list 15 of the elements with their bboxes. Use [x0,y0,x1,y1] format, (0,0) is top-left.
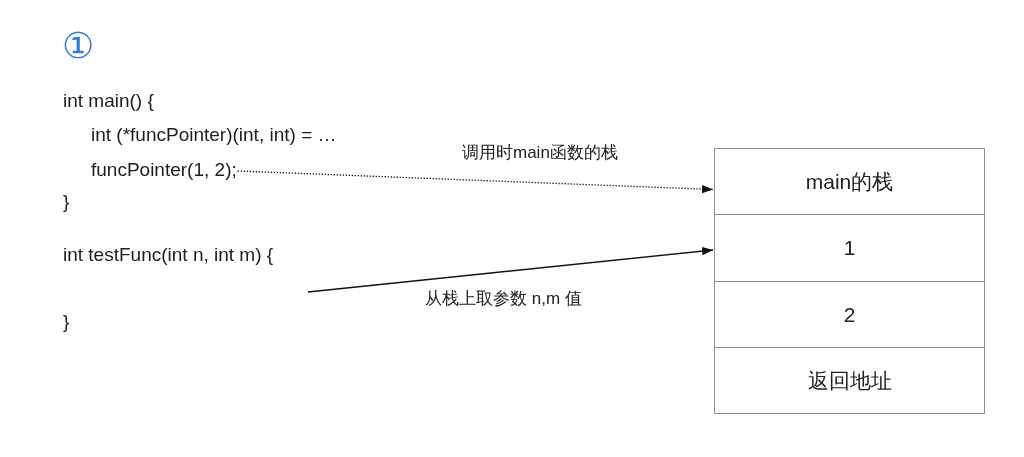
code-line: funcPointer(1, 2); [91,159,237,181]
dotted-arrow [237,170,714,194]
code-line: int main() { [63,90,154,112]
stack-frame-cell: 2 [714,281,985,348]
stack-frame-cell: main的栈 [714,148,985,215]
code-line: } [63,191,70,213]
code-line: int testFunc(int n, int m) { [63,244,274,266]
code-line: } [63,311,70,333]
code-line: int (*funcPointer)(int, int) = … [91,124,337,146]
edge-label: 从栈上取参数 n,m 值 [423,289,584,309]
stack-frame-cell: 1 [714,214,985,282]
stack-frame-cell: 返回地址 [714,347,985,414]
arrow [307,246,714,293]
edge-label: 调用时main函数的栈 [460,143,620,163]
step-number: ① [62,26,94,66]
